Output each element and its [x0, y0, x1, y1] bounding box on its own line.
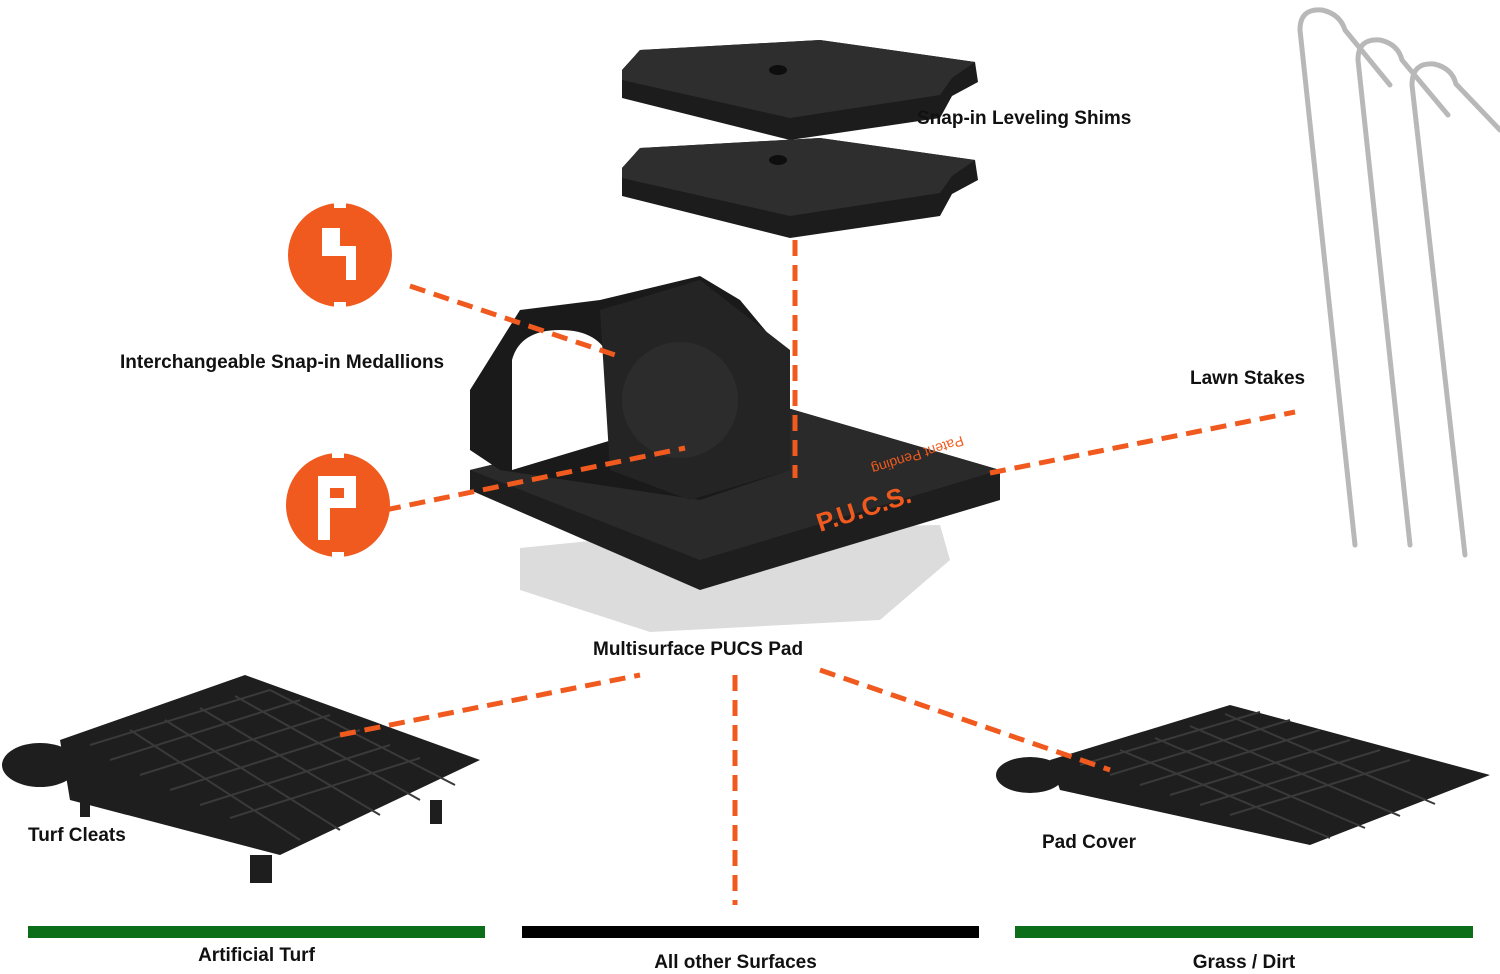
surface-bar-artificial-turf: [28, 926, 485, 938]
lawn-stakes: [1297, 7, 1500, 558]
surface-label-grass-dirt: Grass / Dirt: [1192, 952, 1296, 973]
turf-cleats-part: [2, 675, 480, 883]
leveling-shims-label: Snap-in Leveling Shims: [917, 108, 1132, 129]
lawn-stakes-label: Lawn Stakes: [1190, 368, 1306, 389]
pucs-pad-label: Multisurface PUCS Pad: [593, 639, 804, 660]
pad-cover-label: Pad Cover: [1042, 832, 1136, 853]
shim-top: [622, 40, 978, 140]
pad-cover-part: [996, 705, 1490, 845]
turf-cleats-label: Turf Cleats: [28, 825, 126, 846]
medallion-g: [288, 202, 392, 308]
shim-bottom: [622, 138, 978, 238]
surface-label-all-other: All other Surfaces: [654, 952, 817, 973]
pucs-pad: P.U.C.S. Patent Pending: [470, 276, 1000, 632]
medallions-label: Interchangeable Snap-in Medallions: [120, 352, 445, 373]
medallion-p: [286, 452, 390, 558]
leveling-shims: [622, 40, 978, 238]
surface-bar-grass-dirt: [1015, 926, 1473, 938]
surface-bar-all-other: [522, 926, 979, 938]
leader-lines: [339, 240, 1296, 905]
surface-label-artificial-turf: Artificial Turf: [198, 945, 315, 966]
